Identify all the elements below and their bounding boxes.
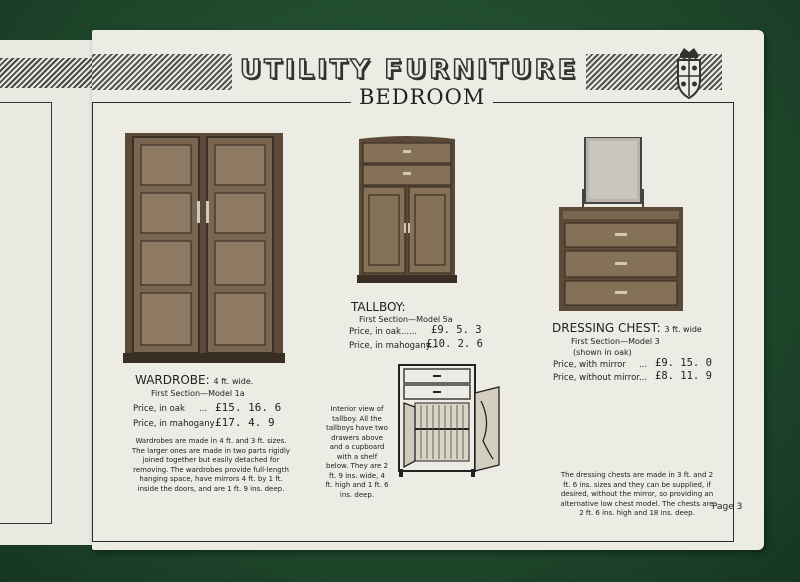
- wardrobe-price-mahogany: £17. 4. 9: [215, 416, 275, 429]
- tallboy-price-mahogany: £10. 2. 6: [426, 338, 483, 350]
- tallboy-price-mahogany-label: Price, in mahogany: [349, 341, 431, 351]
- tallboy-section-model: First Section—Model 5a: [359, 315, 453, 324]
- wardrobe-price-oak: £15. 16. 6: [215, 401, 282, 414]
- wardrobe-section-model: First Section—Model 1a: [151, 389, 245, 398]
- tallboy-price-mahogany-dots: ...: [429, 341, 438, 351]
- tallboy-interior-illustration: [398, 364, 500, 477]
- tallboy-interior-note: Interior view of tallboy. All the tallbo…: [325, 405, 389, 499]
- dressing-chest-size: 3 ft. wide: [664, 325, 702, 334]
- dressing-chest-price-mirror-dots: ...: [639, 360, 648, 370]
- tallboy-illustration: [357, 136, 457, 283]
- dressing-chest-shown-in: (shown in oak): [573, 348, 632, 357]
- tallboy-price-oak-dots: ...: [409, 327, 418, 337]
- left-page-frame: [0, 102, 52, 524]
- wardrobe-illustration: [123, 133, 285, 363]
- dressing-chest-description: The dressing chests are made in 3 ft. an…: [560, 471, 714, 517]
- royal-crest-icon: [677, 48, 701, 100]
- tallboy-name: TALLBOY:: [351, 300, 406, 314]
- dressing-chest-price-no-mirror-label: Price, without mirror: [553, 373, 640, 383]
- brochure-page: UTILITY FURNITURE BEDROOM WARDROBE:: [92, 30, 764, 550]
- dressing-chest-section-model: First Section—Model 3: [571, 337, 660, 346]
- wardrobe-size: 4 ft. wide.: [213, 377, 254, 386]
- dressing-chest-price-mirror-label: Price, with mirror: [553, 360, 626, 370]
- wardrobe-description: Wardrobes are made in 4 ft. and 3 ft. si…: [131, 437, 291, 493]
- bedroom-panel: BEDROOM WARDROBE: 4 ft. wide. First Sect…: [92, 85, 734, 542]
- dressing-chest-price-no-mirror: £8. 11. 9: [655, 370, 712, 382]
- left-page-stripe: [0, 58, 92, 88]
- dressing-chest-illustration: [559, 137, 683, 311]
- dressing-chest-price-no-mirror-dots: ...: [639, 373, 648, 383]
- left-page-edge: [0, 40, 94, 545]
- wardrobe-price-oak-dots: ...: [199, 404, 208, 414]
- tallboy-price-oak-label: Price, in oak...: [349, 327, 410, 337]
- section-title: BEDROOM: [351, 85, 494, 109]
- wardrobe-price-oak-label: Price, in oak: [133, 404, 185, 414]
- wardrobe-price-mahogany-label: Price, in mahogany: [133, 419, 215, 429]
- page-number: Page 3: [712, 502, 743, 512]
- dressing-chest-name: DRESSING CHEST:: [552, 321, 661, 335]
- wardrobe-name: WARDROBE:: [135, 373, 210, 387]
- brochure-title: UTILITY FURNITURE: [232, 50, 587, 90]
- tallboy-price-oak: £9. 5. 3: [431, 324, 482, 336]
- dressing-chest-price-mirror: £9. 15. 0: [655, 357, 712, 369]
